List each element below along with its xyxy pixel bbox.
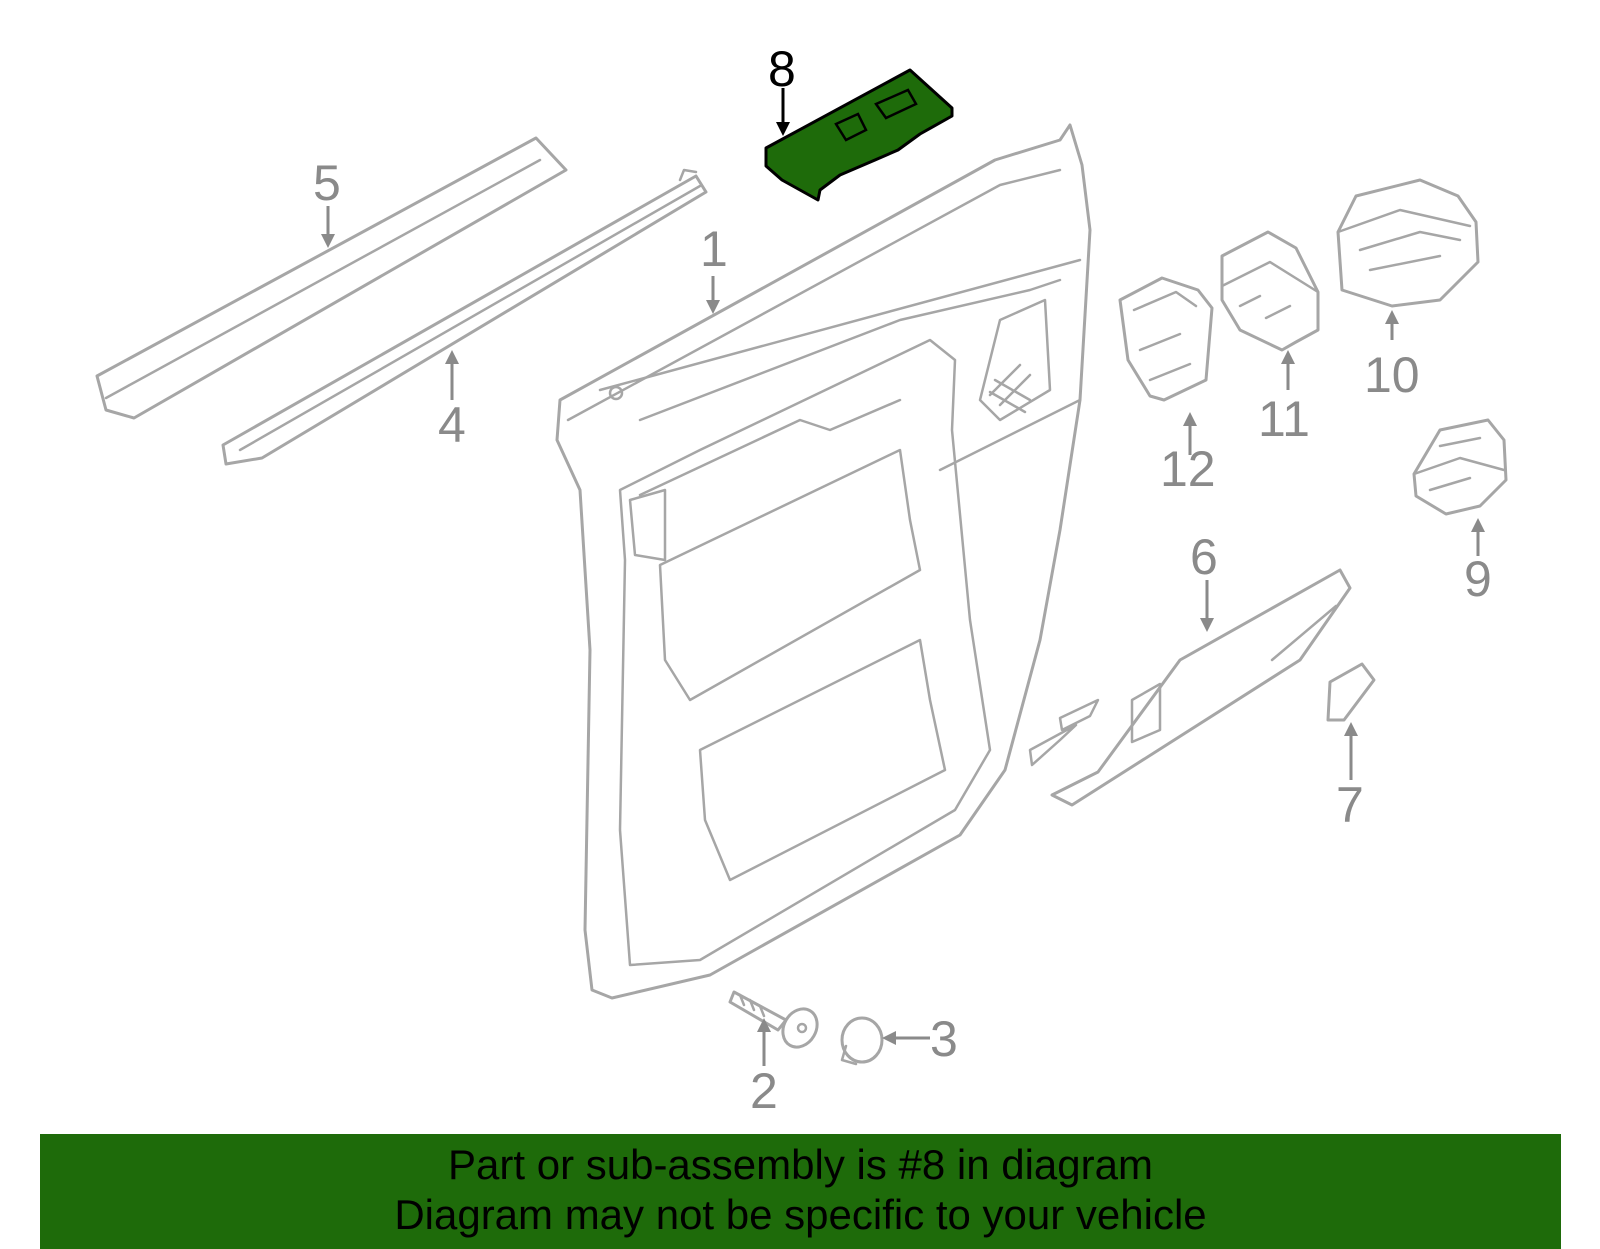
banner-disclaimer: Diagram may not be specific to your vehi… [394, 1191, 1207, 1238]
callout-7: 7 [1336, 777, 1364, 833]
info-banner: Part or sub-assembly is #8 in diagram Di… [40, 1134, 1561, 1249]
part-6-armrest-trim [1028, 568, 1352, 807]
banner-part-note: Part or sub-assembly is #8 in diagram [448, 1141, 1153, 1188]
callout-2: 2 [750, 1063, 778, 1119]
callout-12: 12 [1160, 441, 1216, 497]
callout-10: 10 [1364, 347, 1420, 403]
callout-9: 9 [1464, 551, 1492, 607]
part-1-door-panel [555, 123, 1092, 1000]
leader-lines [321, 88, 1485, 1066]
callout-4: 4 [438, 397, 466, 453]
part-10-switch [1336, 178, 1480, 308]
part-9-switch [1412, 418, 1508, 516]
part-2-screw [728, 990, 819, 1049]
part-5-trim-strip [95, 136, 568, 420]
callout-6: 6 [1190, 529, 1218, 585]
callout-labels: 1 2 3 4 5 6 7 8 9 10 11 12 [313, 41, 1492, 1119]
part-3-clip [840, 1016, 884, 1066]
callout-5: 5 [313, 155, 341, 211]
callout-11: 11 [1258, 391, 1310, 447]
part-12-switch [1118, 276, 1214, 402]
part-4-weatherstrip [221, 168, 708, 466]
callout-8: 8 [768, 41, 796, 97]
part-8-switch-bezel [764, 68, 954, 202]
callout-1: 1 [700, 221, 728, 277]
callout-3: 3 [930, 1011, 958, 1067]
part-7-clip [1326, 662, 1376, 722]
part-11-switch [1220, 230, 1320, 352]
